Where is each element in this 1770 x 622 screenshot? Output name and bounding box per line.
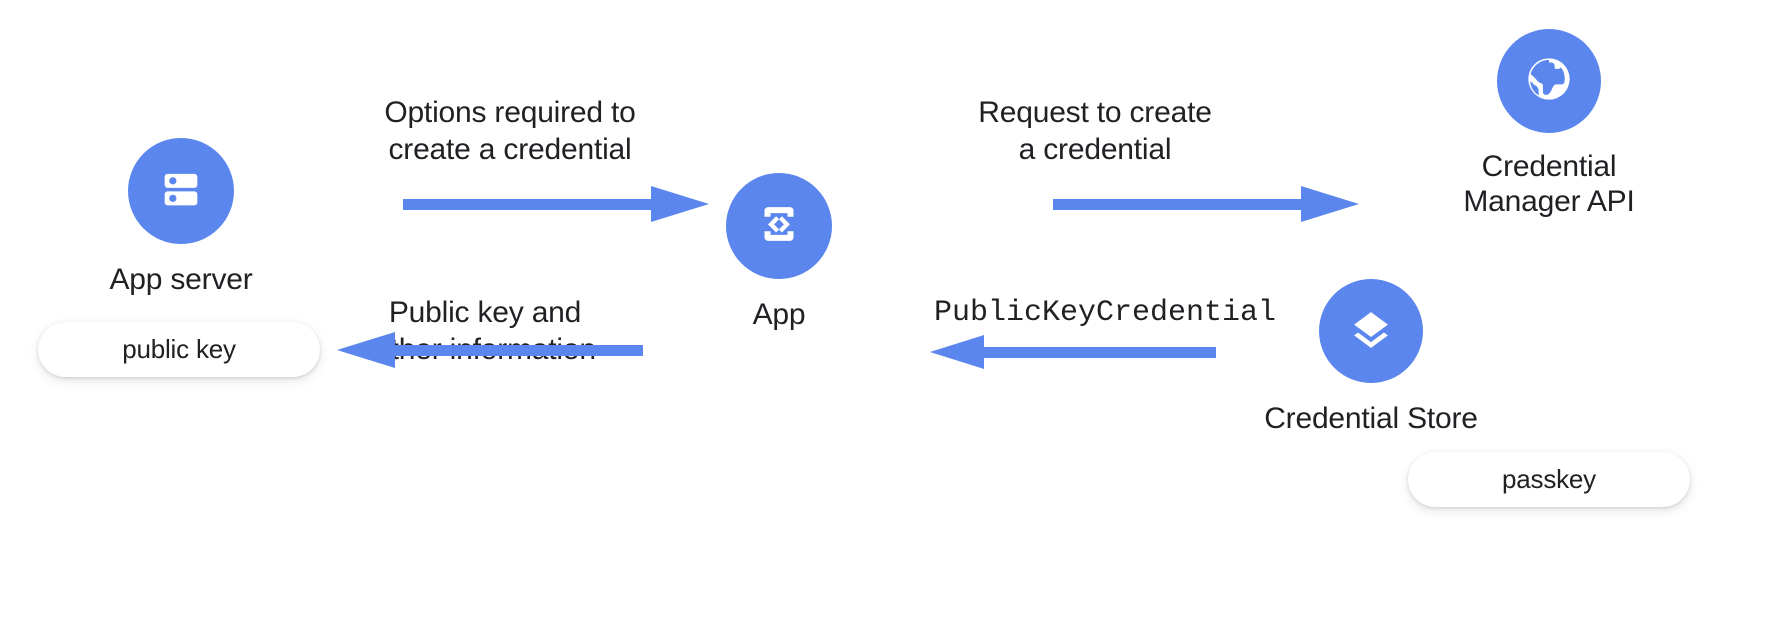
server-icon xyxy=(153,161,209,222)
flow-request-to-create-label: Request to create a credential xyxy=(978,96,1212,166)
app-server-circle xyxy=(128,138,234,244)
public-key-pill-label: public key xyxy=(122,334,236,364)
public-key-pill: public key xyxy=(38,322,320,377)
node-app: App xyxy=(726,173,832,332)
credential-manager-api-circle xyxy=(1497,29,1601,133)
node-app-label: App xyxy=(752,298,806,331)
flow-options-required-label: Options required to create a credential xyxy=(384,96,636,166)
flow-public-key-info-arrow xyxy=(337,328,643,372)
node-credential-store: Credential Store xyxy=(1264,279,1478,436)
layers-icon xyxy=(1343,301,1399,362)
flow-public-key-credential-arrow xyxy=(930,330,1216,374)
app-code-phone-icon xyxy=(750,195,808,258)
flow-options-required-arrow xyxy=(403,182,709,226)
app-circle xyxy=(726,173,832,279)
globe-icon xyxy=(1518,48,1580,115)
node-credential-manager-api: Credential Manager API xyxy=(1463,29,1635,220)
passkey-pill: passkey xyxy=(1408,452,1690,507)
node-app-server-label: App server xyxy=(109,263,253,296)
node-app-server: App server xyxy=(109,138,253,297)
flow-request-to-create-arrow xyxy=(1053,182,1359,226)
credential-store-circle xyxy=(1319,279,1423,383)
flow-public-key-credential-label: PublicKeyCredential xyxy=(933,296,1277,330)
node-credential-manager-api-label: Credential Manager API xyxy=(1463,150,1635,219)
node-credential-store-label: Credential Store xyxy=(1264,402,1478,435)
passkey-pill-label: passkey xyxy=(1502,464,1596,494)
